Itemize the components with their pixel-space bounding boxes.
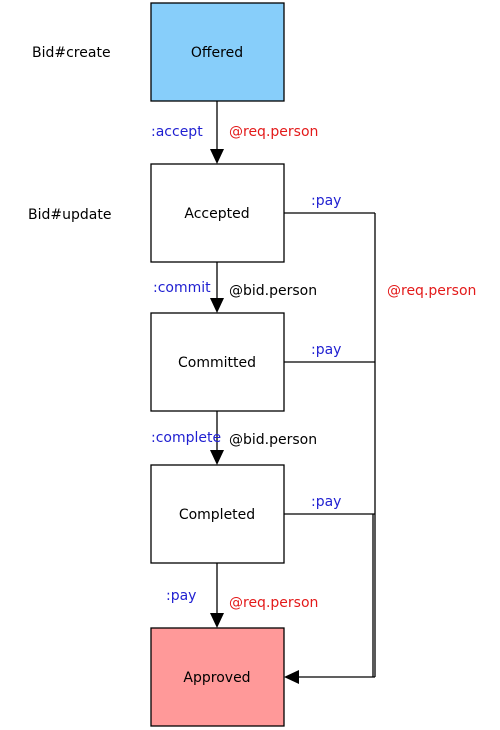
action-label-complete: :complete <box>151 430 221 446</box>
controller-label-update: Bid#update <box>28 207 111 223</box>
state-offered-label: Offered <box>191 45 243 61</box>
state-accepted-label: Accepted <box>184 206 249 222</box>
state-accepted-box <box>150 163 285 263</box>
state-accepted: Accepted <box>150 163 285 263</box>
state-offered: Offered <box>150 2 285 102</box>
state-committed-label: Committed <box>178 355 256 371</box>
arrowhead-pay <box>284 670 299 684</box>
state-completed-box <box>150 464 285 564</box>
arrowhead-approve <box>210 613 224 628</box>
pay-label-completed: :pay <box>311 494 341 510</box>
action-label-approve: :pay <box>166 588 196 604</box>
state-completed: Completed <box>150 464 285 564</box>
arrowhead-accept <box>210 149 224 164</box>
role-label-approve: @req.person <box>229 595 318 611</box>
state-offered-box <box>150 2 285 102</box>
role-label-accept: @req.person <box>229 124 318 140</box>
action-label-accept: :accept <box>151 124 203 140</box>
state-committed-box <box>150 312 285 412</box>
state-committed: Committed <box>150 312 285 412</box>
arrowhead-complete <box>210 450 224 465</box>
pay-role-label: @req.person <box>387 283 476 299</box>
pay-label-accepted: :pay <box>311 193 341 209</box>
arrowhead-commit <box>210 298 224 313</box>
role-label-commit: @bid.person <box>229 283 317 299</box>
action-label-commit: :commit <box>153 280 211 296</box>
controller-label-create: Bid#create <box>32 45 111 61</box>
role-label-complete: @bid.person <box>229 432 317 448</box>
state-approved-label: Approved <box>183 670 250 686</box>
state-approved: Approved <box>150 627 285 727</box>
pay-label-committed: :pay <box>311 342 341 358</box>
state-completed-label: Completed <box>179 507 255 523</box>
state-approved-box <box>150 627 285 727</box>
